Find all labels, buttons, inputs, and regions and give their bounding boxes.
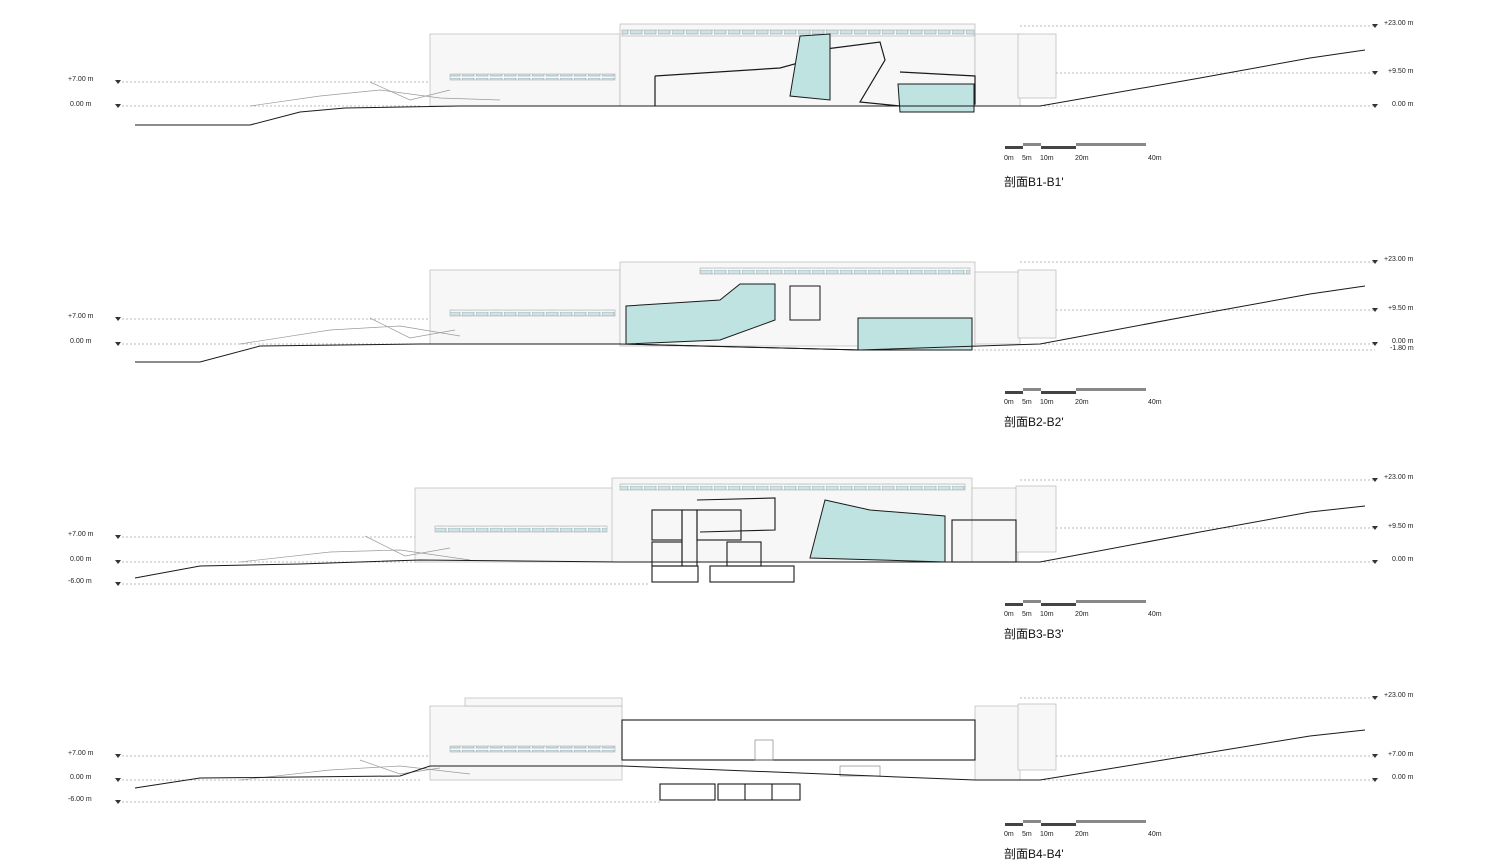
level-label-right: +23.00 m — [1384, 474, 1414, 481]
level-label-left: +7.00 m — [68, 313, 94, 320]
level-markers — [115, 260, 1378, 346]
scale-bar — [1005, 600, 1146, 606]
scale-label: 5m — [1022, 155, 1032, 162]
level-label-right: 0.00 m — [1392, 556, 1414, 563]
level-label-right: +9.50 m — [1388, 68, 1414, 75]
section-title: 剖面B2-B2' — [1004, 415, 1064, 429]
level-label-right: +7.00 m — [1388, 751, 1414, 758]
scale-label: 0m — [1004, 831, 1014, 838]
level-label-right: +23.00 m — [1384, 692, 1414, 699]
cut-section — [654, 41, 976, 107]
terrain-line — [134, 729, 1366, 789]
level-label-left: +7.00 m — [68, 531, 94, 538]
highlight-volume — [897, 83, 975, 113]
scale-bar — [1005, 143, 1146, 149]
scale-label: 40m — [1148, 611, 1162, 618]
cut-section — [651, 497, 1017, 583]
highlight-volume — [857, 317, 973, 351]
section-title: 剖面B3-B3' — [1004, 627, 1064, 641]
scale-label: 10m — [1040, 155, 1054, 162]
canopy-structure — [239, 759, 471, 781]
level-markers — [115, 696, 1378, 804]
scale-label: 20m — [1075, 831, 1089, 838]
level-markers — [115, 478, 1378, 586]
level-guides — [118, 697, 1375, 803]
terrain-line — [135, 49, 1366, 126]
scale-label: 10m — [1040, 611, 1054, 618]
level-label-right: +9.50 m — [1388, 305, 1414, 312]
section-title: 剖面B1-B1' — [1004, 175, 1064, 189]
scale-bar — [1005, 820, 1146, 826]
scale-label: 40m — [1148, 399, 1162, 406]
building-elevation — [429, 697, 1057, 781]
level-label-right: 0.00 m — [1392, 774, 1414, 781]
scale-label: 20m — [1075, 399, 1089, 406]
level-guides — [118, 261, 1375, 351]
level-label-left: 0.00 m — [70, 556, 92, 563]
scale-label: 0m — [1004, 155, 1014, 162]
level-label-left: +7.00 m — [68, 76, 94, 83]
level-label-right: +23.00 m — [1384, 256, 1414, 263]
level-label-left: -6.00 m — [68, 796, 92, 803]
level-label-right: 0.00 m — [1392, 338, 1414, 345]
section-b2: +7.00 m 0.00 m +23.00 m +9.50 m 0.00 m -… — [68, 256, 1414, 429]
level-label-left: +7.00 m — [68, 750, 94, 757]
level-markers — [115, 24, 1378, 108]
scale-label: 5m — [1022, 399, 1032, 406]
level-label-left: 0.00 m — [70, 774, 92, 781]
level-label-left: -6.00 m — [68, 578, 92, 585]
level-label-right: +23.00 m — [1384, 20, 1414, 27]
scale-label: 10m — [1040, 831, 1054, 838]
section-title: 剖面B4-B4' — [1004, 847, 1064, 861]
level-label-right: -1.80 m — [1390, 345, 1414, 352]
level-label-right: +9.50 m — [1388, 523, 1414, 530]
highlight-volume — [625, 283, 776, 345]
canopy-structure — [249, 81, 501, 107]
section-b3: +7.00 m 0.00 m -6.00 m +23.00 m +9.50 m … — [68, 474, 1414, 641]
scale-label: 20m — [1075, 611, 1089, 618]
scale-label: 40m — [1148, 155, 1162, 162]
highlight-volume — [789, 33, 831, 101]
terrain-line — [134, 505, 1366, 579]
terrain-line — [135, 285, 1366, 363]
scale-label: 0m — [1004, 399, 1014, 406]
scale-label: 0m — [1004, 611, 1014, 618]
cut-section — [621, 719, 976, 801]
canopy-structure — [239, 317, 461, 345]
scale-label: 5m — [1022, 611, 1032, 618]
scale-label: 40m — [1148, 831, 1162, 838]
level-label-left: 0.00 m — [70, 338, 92, 345]
level-guides — [118, 479, 1375, 585]
level-label-left: 0.00 m — [70, 101, 92, 108]
scale-label: 5m — [1022, 831, 1032, 838]
section-b1: +7.00 m 0.00 m +23.00 m +9.50 m 0.00 m — [68, 20, 1414, 189]
level-guides — [118, 25, 1375, 107]
scale-label: 20m — [1075, 155, 1089, 162]
canopy-structure — [239, 535, 471, 563]
level-label-right: 0.00 m — [1392, 101, 1414, 108]
scale-label: 10m — [1040, 399, 1054, 406]
section-b4: +7.00 m 0.00 m -6.00 m +23.00 m +7.00 m … — [68, 692, 1414, 861]
scale-bar — [1005, 388, 1146, 394]
